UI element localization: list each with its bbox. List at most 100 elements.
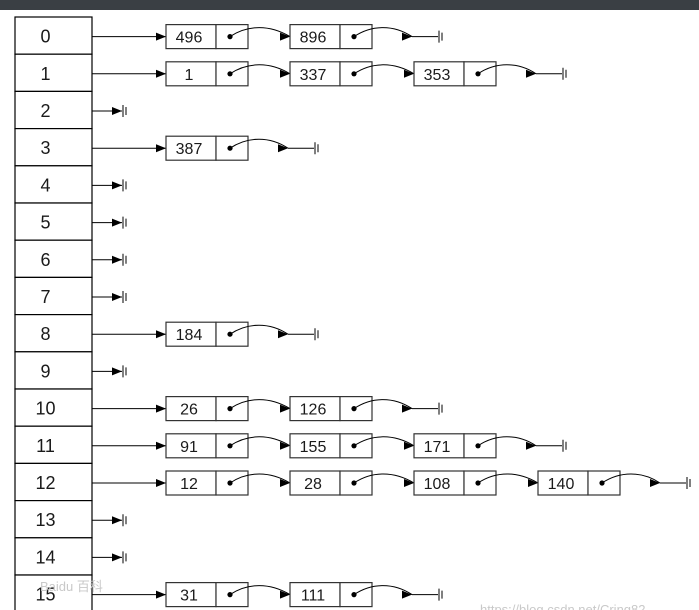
node-link-arrowhead-11-0 <box>280 441 290 450</box>
null-arrow-7 <box>112 293 122 301</box>
node-link-1-1 <box>353 64 415 75</box>
bucket-arrowhead-1 <box>156 69 166 78</box>
bucket-index-12: 12 <box>35 473 55 493</box>
node-value-12-2: 108 <box>424 476 451 493</box>
node-link-3-0 <box>229 138 289 149</box>
null-arrow-6 <box>112 255 122 264</box>
node-link-10-1 <box>353 399 413 410</box>
node-link-arrowhead-1-0 <box>280 69 290 78</box>
chain-row-13 <box>92 514 127 527</box>
node-value-10-1: 126 <box>300 402 327 419</box>
node-link-12-3 <box>601 473 661 484</box>
bucket-arrowhead-15 <box>156 590 166 599</box>
bucket-cell-0 <box>14 16 93 55</box>
node-link-arrowhead-10-0 <box>280 404 290 413</box>
node-link-arrowhead-11-2 <box>526 441 536 450</box>
node-value-1-0: 1 <box>185 67 194 84</box>
bucket-cell-8 <box>14 314 93 353</box>
node-link-15-1 <box>353 585 413 596</box>
node-link-arrowhead-12-1 <box>404 479 414 487</box>
node-link-arrowhead-0-0 <box>280 32 290 41</box>
node-value-1-2: 353 <box>424 67 451 84</box>
bucket-index-14: 14 <box>35 547 55 567</box>
null-terminator-13 <box>122 514 127 527</box>
null-arrow-13 <box>112 516 122 525</box>
tail-terminator-8 <box>314 328 319 341</box>
bucket-cell-1 <box>14 53 93 93</box>
node-value-box-11-2 <box>413 433 465 459</box>
node-link-1-2 <box>477 64 537 75</box>
null-terminator-14 <box>122 551 127 564</box>
node-pointer-box-11-2 <box>463 433 497 459</box>
node-value-box-12-2 <box>413 470 465 496</box>
node-link-arrowhead-1-1 <box>404 69 414 78</box>
bucket-index-0: 0 <box>40 27 50 47</box>
node-link-15-0 <box>229 585 291 596</box>
bucket-cell-10 <box>14 388 93 427</box>
tail-terminator-15 <box>438 588 443 601</box>
bucket-cell-9 <box>14 351 93 390</box>
node-value-box-0-1 <box>289 24 341 50</box>
bucket-cell-2 <box>14 90 93 130</box>
chain-row-3: 387 <box>92 135 319 161</box>
node-link-0-1 <box>353 27 413 38</box>
node-link-10-0 <box>229 399 291 410</box>
node-link-12-1 <box>353 473 415 484</box>
bucket-index-13: 13 <box>35 510 55 530</box>
bucket-arrowhead-10 <box>156 404 166 413</box>
node-value-box-12-1 <box>289 470 341 496</box>
node-link-11-0 <box>229 436 291 447</box>
null-terminator-4 <box>122 179 127 192</box>
node-pointer-box-0-0 <box>215 24 249 50</box>
chain-row-1: 1 337 353 <box>92 61 567 87</box>
node-link-8-0 <box>229 324 289 335</box>
node-value-0-0: 496 <box>176 30 203 47</box>
node-pointer-box-3-0 <box>215 135 249 161</box>
bucket-index-15: 15 <box>35 585 55 605</box>
node-pointer-dot-1-0 <box>227 71 233 77</box>
bucket-index-7: 7 <box>40 287 50 307</box>
bucket-cell-13 <box>14 500 93 539</box>
node-value-box-3-0 <box>165 135 217 161</box>
node-pointer-dot-1-2 <box>475 71 481 77</box>
chain-row-10: 26 126 <box>92 396 443 422</box>
node-link-1-0 <box>229 64 291 75</box>
node-value-12-3: 140 <box>548 476 575 493</box>
node-value-1-1: 337 <box>300 67 327 84</box>
tail-terminator-11 <box>562 439 567 452</box>
chain-row-6 <box>92 253 127 266</box>
chain-row-7 <box>92 291 127 303</box>
node-link-arrowhead-1-2 <box>526 69 536 78</box>
node-value-box-1-2 <box>413 61 465 87</box>
node-value-11-0: 91 <box>180 439 198 456</box>
node-value-box-15-0 <box>165 581 217 608</box>
null-arrow-2 <box>112 107 122 115</box>
tail-terminator-10 <box>438 402 443 415</box>
bucket-index-9: 9 <box>40 361 50 381</box>
node-value-10-0: 26 <box>180 402 198 419</box>
null-terminator-6 <box>122 253 127 266</box>
watermark-layer: Baidu 百科 https://blog.csdn.net/Cring82 <box>40 579 646 610</box>
null-terminator-7 <box>122 291 127 303</box>
tail-terminator-0 <box>438 30 443 43</box>
null-terminator-9 <box>122 365 127 378</box>
tail-terminator-1 <box>562 67 567 80</box>
node-value-box-1-0 <box>165 61 217 87</box>
bucket-index-4: 4 <box>40 175 50 195</box>
node-link-11-1 <box>353 436 415 447</box>
bucket-cell-11 <box>14 425 93 465</box>
chain-row-2 <box>92 105 127 117</box>
node-value-box-11-0 <box>165 433 217 459</box>
bucket-cell-15 <box>14 574 93 610</box>
bucket-arrowhead-0 <box>156 32 166 41</box>
node-link-arrowhead-11-1 <box>404 441 414 450</box>
bucket-index-11: 11 <box>36 436 55 456</box>
tail-terminator-12 <box>686 477 691 489</box>
node-link-arrowhead-0-1 <box>402 32 412 41</box>
node-value-11-1: 155 <box>300 439 327 456</box>
node-link-12-0 <box>229 473 291 484</box>
